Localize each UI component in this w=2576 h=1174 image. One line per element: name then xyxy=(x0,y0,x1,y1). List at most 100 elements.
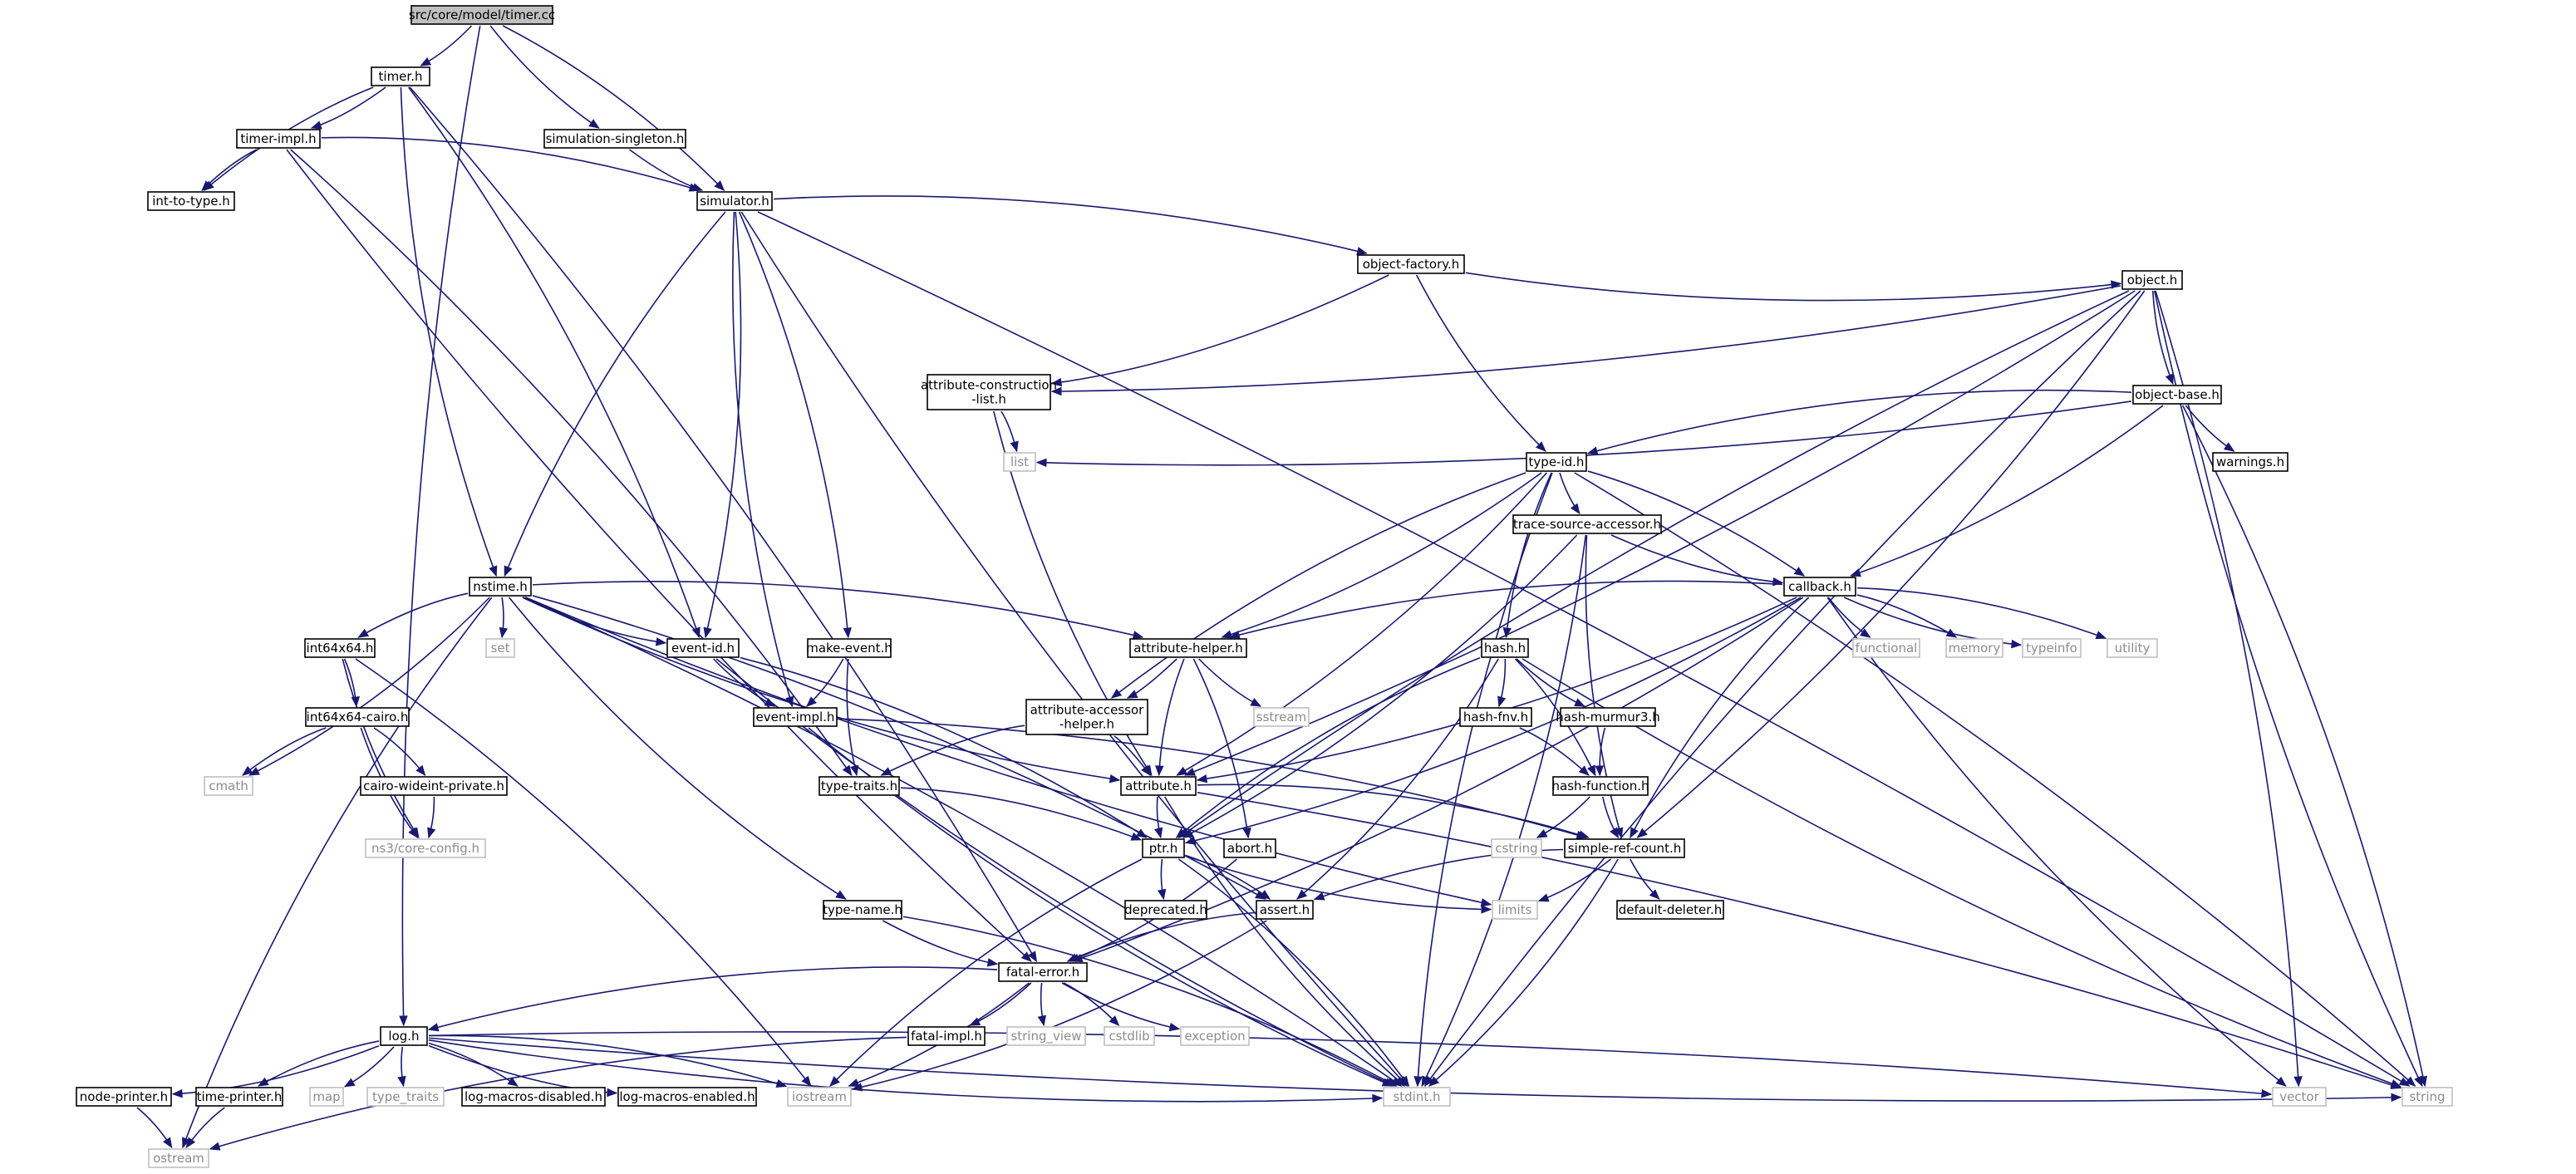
node-abort-h[interactable]: abort.h xyxy=(1223,838,1276,858)
node-label: assert.h xyxy=(1260,902,1310,917)
node-int-to-type-h[interactable]: int-to-type.h xyxy=(147,191,235,211)
node-simulation-singleton-h[interactable]: simulation-singleton.h xyxy=(543,129,686,149)
node-label: type-id.h xyxy=(1529,454,1585,469)
node-attribute-helper-h[interactable]: attribute-helper.h xyxy=(1129,638,1247,658)
node-box xyxy=(148,1148,209,1168)
node-label: simple-ref-count.h xyxy=(1568,841,1681,856)
node-type-name-h[interactable]: type-name.h xyxy=(823,900,902,920)
edge-hash-h-to-hash-function-h xyxy=(1514,658,1596,777)
node-string: string xyxy=(2401,1087,2453,1107)
node-type-id-h[interactable]: type-id.h xyxy=(1526,452,1587,472)
edge-timer-h-to-nstime-h xyxy=(400,86,498,577)
node-timer-impl-h[interactable]: timer-impl.h xyxy=(236,129,321,149)
edge-timer-h-to-event-id-h xyxy=(408,86,701,639)
node-int64x64-h[interactable]: int64x64.h xyxy=(304,638,376,658)
node-callback-h[interactable]: callback.h xyxy=(1783,577,1856,597)
node-label: int64x64.h xyxy=(307,641,374,656)
node-log-h[interactable]: log.h xyxy=(380,1026,428,1046)
node-assert-h[interactable]: assert.h xyxy=(1256,900,1314,920)
node-box xyxy=(461,1087,606,1107)
edge-timer-cc-to-simulation-singleton-h xyxy=(489,25,600,129)
edge-fatal-error-h-to-string-view xyxy=(1037,982,1046,1027)
node-timer-h[interactable]: timer.h xyxy=(371,66,430,86)
node-label: log-macros-disabled.h xyxy=(465,1089,602,1104)
node-box xyxy=(2022,638,2082,658)
edge-fatal-error-h-to-cstdlib xyxy=(1063,982,1120,1026)
node-utility: utility xyxy=(2107,638,2158,658)
edge-type-id-h-to-attr-accessor-helper-h xyxy=(1110,472,1526,699)
node-string-view: string_view xyxy=(1006,1026,1086,1046)
edge-callback-h-to-vector xyxy=(1826,597,2287,1087)
edge-cairo-wideint-private-h-to-ns3-core-config-h xyxy=(427,796,436,839)
node-label: make-event.h xyxy=(806,641,892,656)
node-box xyxy=(1180,1026,1250,1046)
node-timer-cc[interactable]: src/core/model/timer.cc xyxy=(409,5,555,25)
edge-make-event-h-to-type-traits-h xyxy=(846,658,859,777)
node-hash-murmur3-h[interactable]: hash-murmur3.h xyxy=(1556,707,1660,727)
node-object-h[interactable]: object.h xyxy=(2121,270,2183,290)
node-box xyxy=(927,374,1051,410)
node-attr-accessor-helper-h[interactable]: attribute-accessor-helper.h xyxy=(1025,699,1148,735)
node-label: event-impl.h xyxy=(756,710,835,725)
node-fatal-error-h[interactable]: fatal-error.h xyxy=(998,962,1088,982)
edge-attribute-helper-h-to-abort-h xyxy=(1192,658,1251,839)
node-box xyxy=(365,838,486,858)
node-fatal-impl-h[interactable]: fatal-impl.h xyxy=(907,1026,986,1046)
node-object-base-h[interactable]: object-base.h xyxy=(2132,385,2222,405)
edge-timer-impl-h-to-fatal-error-h xyxy=(286,149,1032,962)
edge-time-printer-h-to-ostream xyxy=(185,1107,225,1149)
node-simulator-h[interactable]: simulator.h xyxy=(696,191,773,211)
node-label: nstime.h xyxy=(473,579,528,594)
node-label: attribute-construction-list.h xyxy=(921,378,1057,407)
edge-attribute-h-to-string xyxy=(1197,791,2402,1089)
node-vector: vector xyxy=(2272,1087,2327,1107)
edge-make-event-h-to-event-impl-h xyxy=(806,658,844,707)
edge-simulator-h-to-event-id-h xyxy=(703,211,742,639)
node-label: ns3/core-config.h xyxy=(371,841,479,856)
node-attr-construction-list-h[interactable]: attribute-construction-list.h xyxy=(921,374,1057,410)
edge-callback-h-to-simple-ref-count-h xyxy=(1630,597,1810,839)
node-box xyxy=(2272,1087,2327,1107)
node-ptr-h[interactable]: ptr.h xyxy=(1142,838,1185,858)
node-simple-ref-count-h[interactable]: simple-ref-count.h xyxy=(1564,838,1685,858)
node-nstime-h[interactable]: nstime.h xyxy=(469,577,532,597)
node-log-macros-enabled-h[interactable]: log-macros-enabled.h xyxy=(617,1087,757,1107)
node-label: utility xyxy=(2115,641,2151,656)
node-warnings-h[interactable]: warnings.h xyxy=(2212,452,2288,472)
node-hash-h[interactable]: hash.h xyxy=(1481,638,1529,658)
node-box xyxy=(2107,638,2158,658)
node-label: simulator.h xyxy=(700,194,769,209)
node-default-deleter-h[interactable]: default-deleter.h xyxy=(1616,900,1724,920)
node-trace-source-accessor-h[interactable]: trace-source-accessor.h xyxy=(1512,514,1662,534)
node-box xyxy=(360,776,508,796)
node-node-printer-h[interactable]: node-printer.h xyxy=(76,1087,172,1107)
edge-attribute-h-to-ptr-h xyxy=(1154,796,1163,839)
node-attribute-h[interactable]: attribute.h xyxy=(1120,776,1197,796)
node-int64x64-cairo-h[interactable]: int64x64-cairo.h xyxy=(305,707,410,727)
edge-timer-cc-to-simulator-h xyxy=(502,25,725,191)
node-label: default-deleter.h xyxy=(1619,902,1723,917)
node-label: timer.h xyxy=(379,69,423,84)
node-exception: exception xyxy=(1180,1026,1250,1046)
node-deprecated-h[interactable]: deprecated.h xyxy=(1124,900,1207,920)
node-cstring: cstring xyxy=(1491,838,1542,858)
node-type-traits-h[interactable]: type-traits.h xyxy=(819,776,900,796)
edge-node-printer-h-to-ostream xyxy=(136,1107,173,1149)
node-label: src/core/model/timer.cc xyxy=(409,7,555,22)
node-hash-function-h[interactable]: hash-function.h xyxy=(1552,776,1649,796)
node-label: iostream xyxy=(792,1089,847,1104)
node-cairo-wideint-private-h[interactable]: cairo-wideint-private.h xyxy=(360,776,508,796)
node-label: list xyxy=(1010,454,1029,469)
edge-attribute-h-to-simple-ref-count-h xyxy=(1197,783,1590,839)
node-hash-fnv-h[interactable]: hash-fnv.h xyxy=(1459,707,1532,727)
edge-hash-h-to-ptr-h xyxy=(1175,656,1481,838)
node-event-id-h[interactable]: event-id.h xyxy=(666,638,740,658)
node-make-event-h[interactable]: make-event.h xyxy=(806,638,892,658)
node-event-impl-h[interactable]: event-impl.h xyxy=(753,707,838,727)
node-log-macros-disabled-h[interactable]: log-macros-disabled.h xyxy=(461,1087,606,1107)
node-box xyxy=(1492,900,1538,920)
node-box xyxy=(1142,838,1185,858)
node-limits: limits xyxy=(1492,900,1538,920)
node-time-printer-h[interactable]: time-printer.h xyxy=(195,1087,283,1107)
node-object-factory-h[interactable]: object-factory.h xyxy=(1357,254,1465,274)
